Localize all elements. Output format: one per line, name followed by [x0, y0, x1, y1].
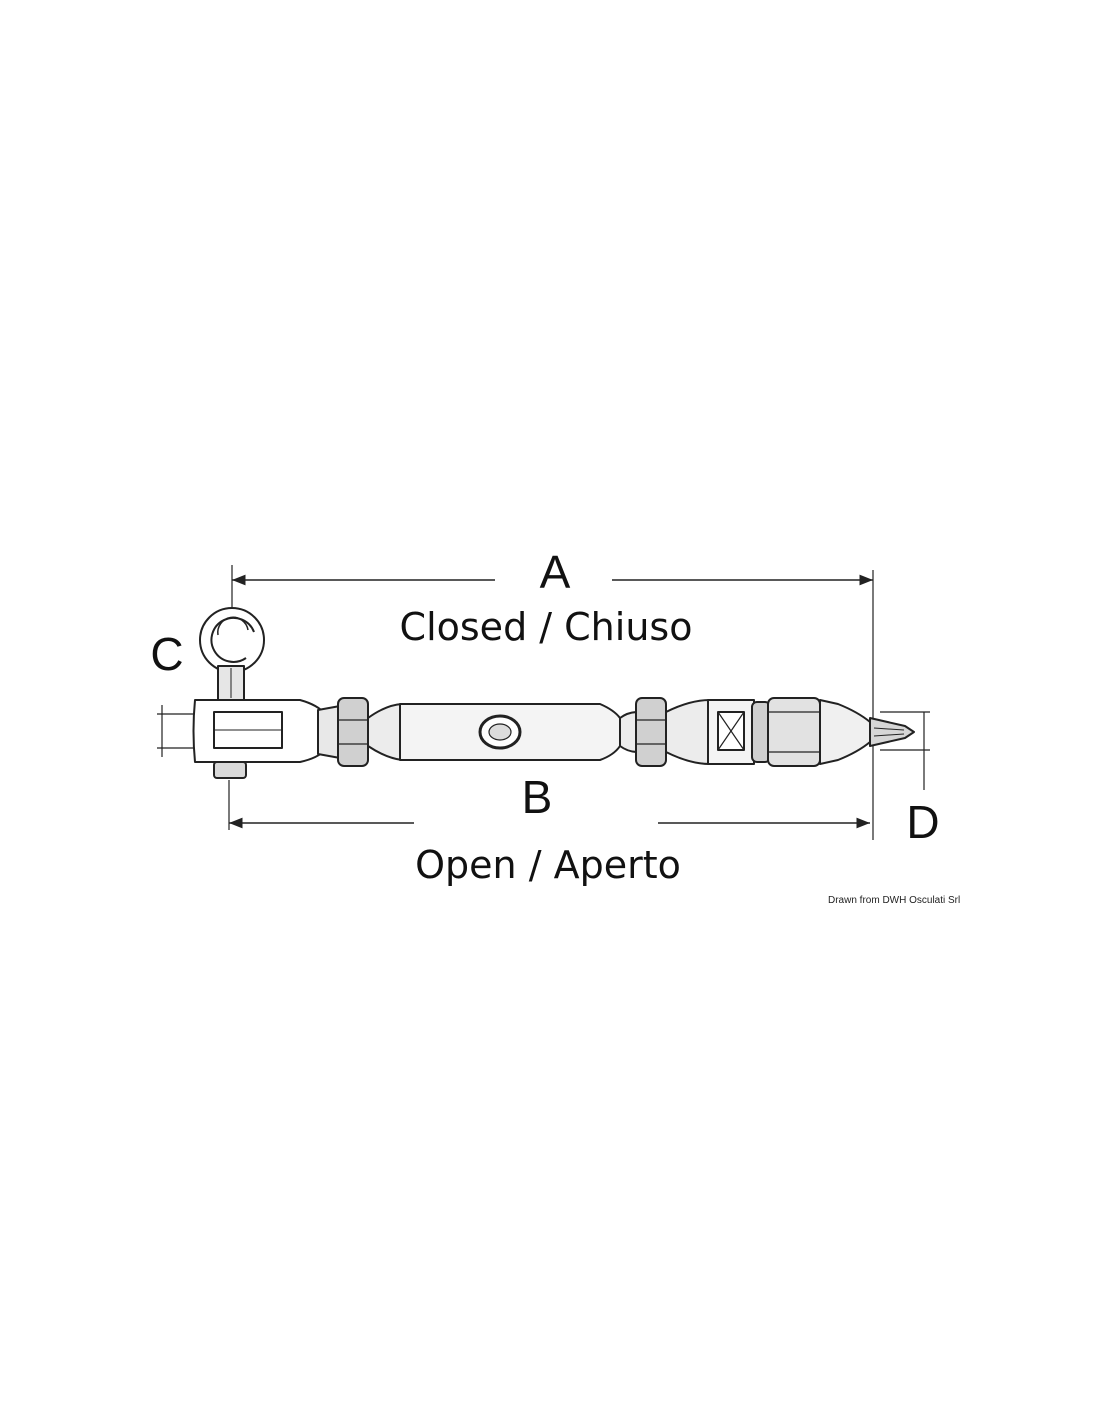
- turnbuckle-body: [192, 607, 915, 779]
- pin-nut: [213, 761, 247, 779]
- compression-nut: [767, 697, 821, 767]
- dimension-d-bracket: [880, 711, 930, 790]
- dimension-a-label: A: [540, 546, 571, 598]
- dimension-b-label: B: [522, 771, 553, 823]
- right-lock-nut: [635, 697, 667, 767]
- dimension-c-label: C: [150, 628, 183, 680]
- terminal-cone: [819, 699, 871, 765]
- dimension-d-label: D: [906, 796, 939, 848]
- credit-text: Drawn from DWH Osculati Srl: [828, 895, 961, 906]
- wire-end: [869, 717, 915, 747]
- closed-caption: Closed / Chiuso: [400, 605, 693, 649]
- left-lock-nut: [337, 697, 369, 767]
- open-caption: Open / Aperto: [415, 843, 681, 887]
- dimension-c-bracket: [157, 705, 200, 757]
- split-ring-inner: [210, 616, 255, 663]
